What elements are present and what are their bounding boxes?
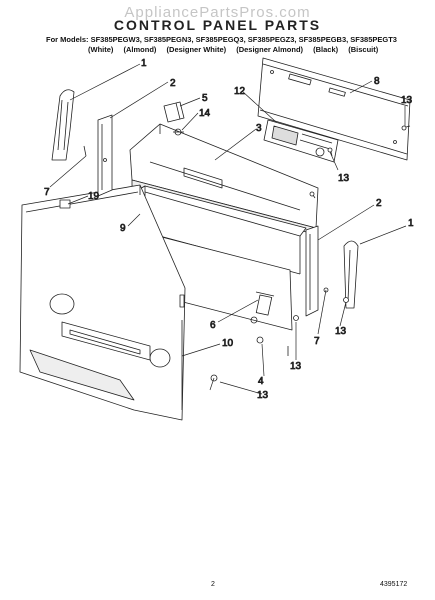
callout-6: 6	[210, 320, 216, 331]
color-list: (White) (Almond) (Designer White) (Desig…	[88, 45, 386, 54]
model-list: For Models: SF385PEGW3, SF385PEGN3, SF38…	[46, 35, 397, 44]
part-14-bushing	[173, 128, 184, 136]
page-number: 2	[211, 581, 215, 588]
color-biscuit: (Biscuit)	[348, 45, 379, 54]
callout-14: 14	[199, 108, 211, 119]
watermark: AppliancePartsPros.com	[124, 4, 311, 21]
part-10-back-panel	[19, 184, 186, 421]
part-2-left-bracket	[97, 114, 113, 197]
callout-13-center: 13	[290, 361, 302, 372]
diagram-title: CONTROL PANEL PARTS	[113, 17, 322, 33]
callout-3: 3	[256, 123, 262, 134]
color-designer-white: (Designer White)	[166, 45, 227, 54]
callout-1-left: 1	[141, 58, 147, 69]
part-1-left-endcap	[51, 89, 75, 161]
callout-13-bottom: 13	[257, 390, 269, 401]
callout-2-right: 2	[376, 198, 382, 209]
callout-9: 9	[120, 223, 126, 234]
part-1-right-endcap	[343, 240, 359, 309]
part-12-clock	[263, 119, 339, 163]
callout-2-left: 2	[170, 78, 176, 89]
callout-7-right: 7	[314, 336, 320, 347]
color-almond: (Almond)	[123, 45, 157, 54]
callout-8: 8	[374, 76, 380, 87]
callout-19: 19	[88, 191, 100, 202]
callout-4: 4	[258, 376, 264, 387]
callout-13-top-right: 13	[401, 95, 413, 106]
part-6-panel	[149, 233, 293, 331]
callout-13-display: 13	[338, 173, 350, 184]
callout-numbers: 1 2 5 14 3 12 8 13 13 7 19 9 2 1 6 7 13 …	[44, 58, 415, 402]
document-number: 4395172	[380, 581, 408, 588]
part-2-right-bracket	[305, 225, 319, 317]
callout-5: 5	[202, 93, 208, 104]
color-designer-almond: (Designer Almond)	[236, 45, 304, 54]
color-black: (Black)	[313, 45, 339, 54]
callout-13-right: 13	[335, 326, 347, 337]
callout-10: 10	[222, 338, 234, 349]
callout-12: 12	[234, 86, 246, 97]
callout-7-left: 7	[44, 187, 50, 198]
callout-1-right: 1	[408, 218, 414, 229]
part-19-clip	[59, 199, 71, 209]
color-white: (White)	[88, 45, 114, 54]
part-5-switch	[163, 101, 185, 123]
leader-lines	[49, 63, 407, 395]
part-8-trim	[257, 57, 411, 161]
